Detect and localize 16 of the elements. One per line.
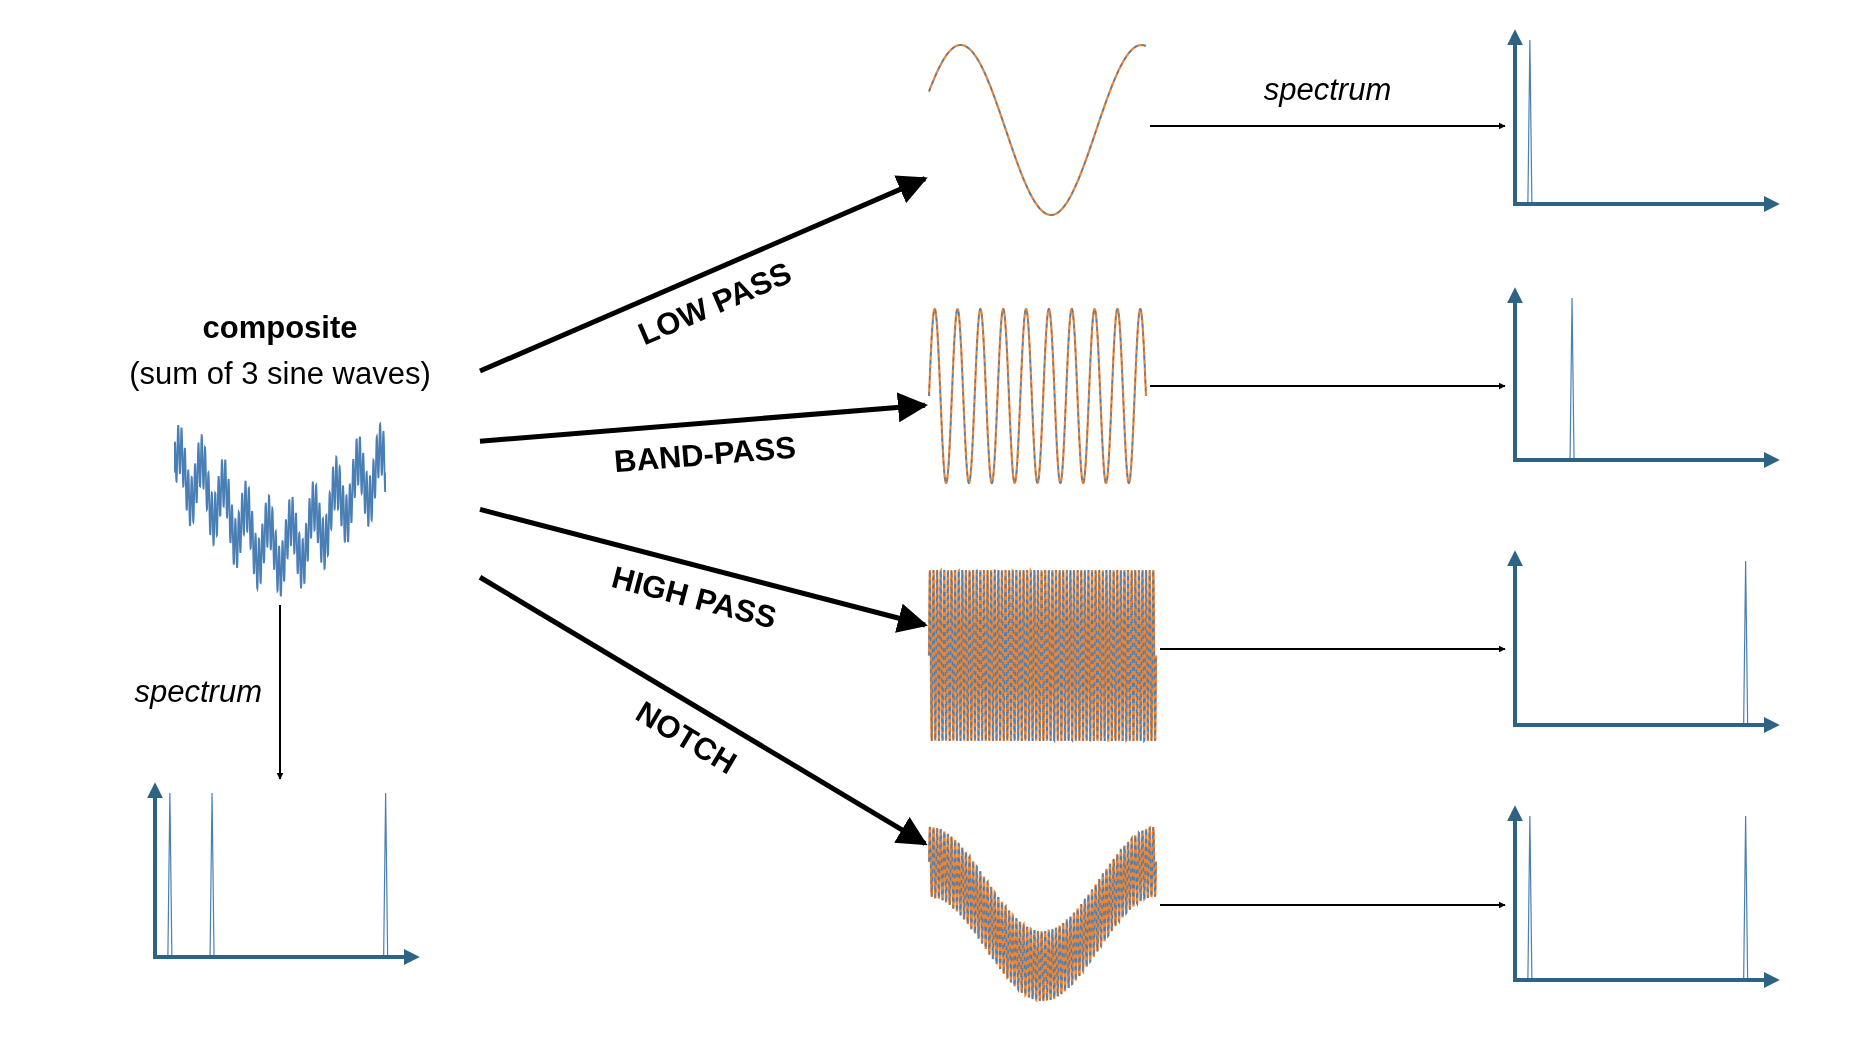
arrow xyxy=(479,392,928,444)
arrow xyxy=(1149,382,1506,390)
arrow xyxy=(479,175,928,374)
arrow xyxy=(1149,122,1506,130)
heading-text: composite xyxy=(201,310,359,346)
arrow xyxy=(478,575,928,846)
edge-label: spectrum xyxy=(134,674,262,710)
arrow xyxy=(479,507,928,633)
caption-text: (sum of 3 sine waves) xyxy=(128,356,432,392)
edge-label: LOW PASS xyxy=(633,255,798,354)
edge-label: HIGH PASS xyxy=(608,559,781,637)
arrow xyxy=(1159,645,1506,653)
arrow xyxy=(276,604,284,780)
edge-label: BAND-PASS xyxy=(612,429,798,481)
arrow xyxy=(1159,901,1506,909)
edge-label: spectrum xyxy=(1263,72,1392,108)
